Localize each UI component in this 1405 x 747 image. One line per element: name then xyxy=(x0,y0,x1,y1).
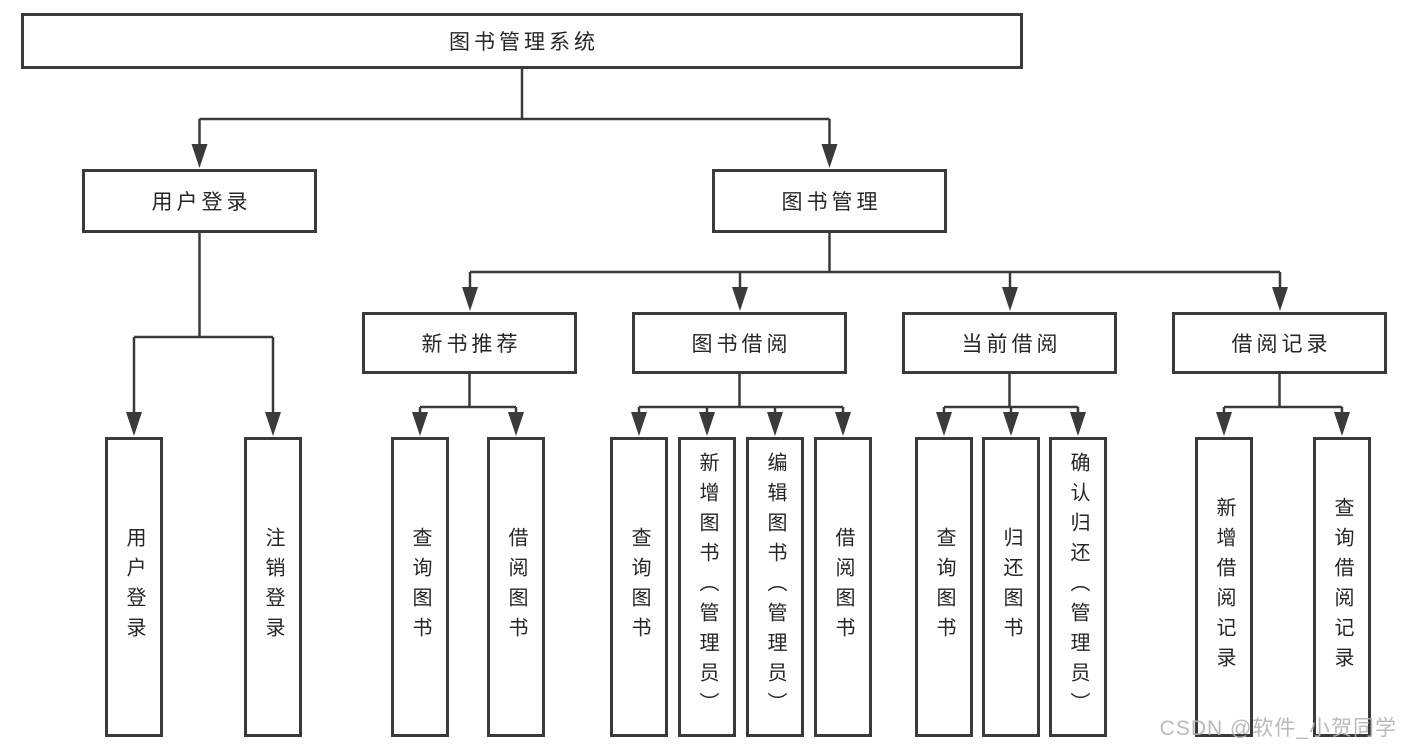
leaf-borrow-books: 借阅图书 xyxy=(814,437,872,737)
connector-stems xyxy=(132,69,1344,415)
node-label: 查询图书 xyxy=(628,527,650,647)
node-book-borrowing: 图书借阅 xyxy=(632,312,847,374)
node-label: 归还图书 xyxy=(1000,527,1022,647)
leaf-user-login: 用户登录 xyxy=(105,437,163,737)
node-label: 查询图书 xyxy=(409,527,431,647)
node-label: 查询图书 xyxy=(933,527,955,647)
leaf-add-books-admin: 新增图书（管理员） xyxy=(678,437,736,737)
node-label: 图书借阅 xyxy=(691,333,792,356)
node-label: 借阅记录 xyxy=(1231,333,1332,356)
leaf-borrow-books: 借阅图书 xyxy=(487,437,545,737)
node-current-borrowing: 当前借阅 xyxy=(902,312,1117,374)
node-book-management: 图书管理 xyxy=(712,169,947,233)
leaf-query-books: 查询图书 xyxy=(391,437,449,737)
node-label: 借阅图书 xyxy=(832,527,854,647)
node-label: 当前借阅 xyxy=(961,333,1062,356)
leaf-query-books: 查询图书 xyxy=(610,437,668,737)
node-label: 用户登录 xyxy=(123,527,145,647)
csdn-watermark: CSDN @软件_小贺同学 xyxy=(1159,717,1397,740)
node-library-management-system: 图书管理系统 xyxy=(21,13,1023,69)
leaf-add-borrow-record: 新增借阅记录 xyxy=(1195,437,1253,737)
node-label: 确认归还（管理员） xyxy=(1067,452,1089,722)
node-new-book-recommendation: 新书推荐 xyxy=(362,312,577,374)
node-label: 编辑图书（管理员） xyxy=(764,452,786,722)
node-label: 图书管理系统 xyxy=(449,31,599,54)
leaf-confirm-return-admin: 确认归还（管理员） xyxy=(1049,437,1107,737)
leaf-query-borrow-record: 查询借阅记录 xyxy=(1313,437,1371,737)
node-label: 注销登录 xyxy=(262,527,284,647)
node-label: 新增借阅记录 xyxy=(1213,497,1235,677)
node-label: 借阅图书 xyxy=(505,527,527,647)
node-label: 新书推荐 xyxy=(421,333,522,356)
node-label: 查询借阅记录 xyxy=(1331,497,1353,677)
node-label: 图书管理 xyxy=(781,191,882,214)
leaf-return-books: 归还图书 xyxy=(982,437,1040,737)
node-user-login: 用户登录 xyxy=(82,169,317,233)
node-label: 新增图书（管理员） xyxy=(696,452,718,722)
leaf-query-books: 查询图书 xyxy=(915,437,973,737)
node-label: 用户登录 xyxy=(151,191,252,214)
leaf-logout: 注销登录 xyxy=(244,437,302,737)
connector-arrowheads xyxy=(126,144,1350,436)
leaf-edit-books-admin: 编辑图书（管理员） xyxy=(746,437,804,737)
node-borrowing-records: 借阅记录 xyxy=(1172,312,1387,374)
